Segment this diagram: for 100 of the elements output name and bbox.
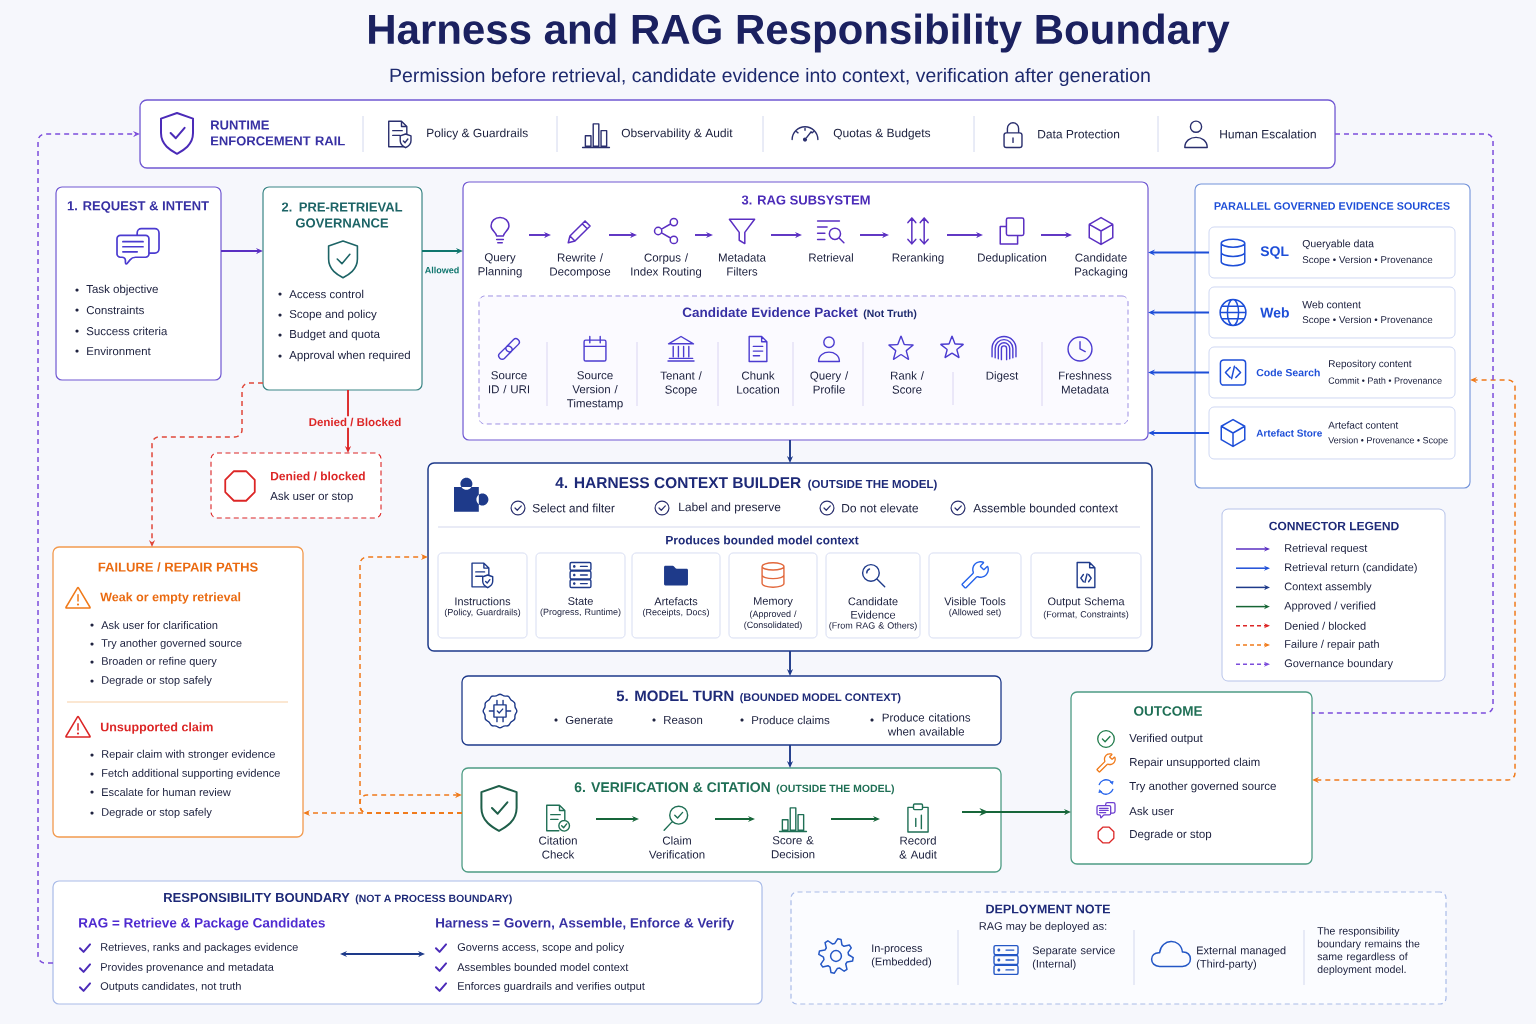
card-title: Output Schema <box>1048 597 1125 608</box>
source-detail: Repository content <box>1329 359 1412 370</box>
field-label: Query / Profile <box>810 371 849 394</box>
checklist-item: Enforces guardrails and verifies output <box>458 981 645 993</box>
field-label: Source ID / URI <box>489 371 529 394</box>
card-title: Instructions <box>455 597 511 606</box>
checklist-item: Assembles bounded model context <box>457 962 629 972</box>
section-heading: Weak or empty retrieval <box>100 592 241 604</box>
step-label: Metadata Filters <box>719 253 766 276</box>
checklist-item: Governs access, scope and policy <box>457 942 625 954</box>
box-title: Denied / blocked <box>271 471 365 481</box>
list-item: Repair claim with stronger evidence <box>90 749 275 761</box>
column-heading: RAG = Retrieve & Package Candidates <box>79 917 325 931</box>
step-label: Query Planning <box>478 253 522 278</box>
list-item: Reason <box>652 716 703 724</box>
box-title: FAILURE / REPAIR PATHS <box>98 562 258 572</box>
field-label: Chunk Location <box>737 371 779 394</box>
card-note: (Format, Constraints) <box>1043 610 1129 620</box>
source-detail: Scope • Version • Provenance <box>1302 315 1433 326</box>
step-label: Reranking <box>892 253 944 264</box>
list-item: Scope and policy <box>278 309 377 321</box>
rail-item: Human Escalation <box>1220 129 1316 139</box>
list-item: Generate <box>554 715 613 725</box>
box-title: OUTCOME <box>1134 706 1202 716</box>
card-title: Memory <box>754 597 793 608</box>
rail-item: Quotas & Budgets <box>833 128 931 140</box>
list-item: Escalate for human review <box>90 787 231 797</box>
checklist-item: Label and preserve <box>679 502 781 514</box>
box-title: 4. HARNESS CONTEXT BUILDER <box>555 477 801 489</box>
card-note: (Receipts, Docs) <box>643 608 709 618</box>
checklist-item: Select and filter <box>532 503 615 513</box>
box-title: 6. VERIFICATION & CITATION <box>574 782 770 793</box>
outcome-item: Try another governed source <box>1129 781 1276 793</box>
legend-label: Failure / repair path <box>1285 639 1379 651</box>
option-label: External managed (Third-party) <box>1196 946 1286 970</box>
card-note: (Progress, Runtime) <box>540 608 621 617</box>
legend-label: Approved / verified <box>1284 601 1376 612</box>
source-name: Web <box>1260 307 1289 318</box>
card-note: (Allowed set) <box>949 608 1001 618</box>
source-detail: Version • Provenance • Scope <box>1328 436 1448 446</box>
note-text: RAG may be deployed as: <box>979 921 1107 933</box>
rail-item: Policy & Guardrails <box>427 128 528 140</box>
legend-label: Retrieval return (candidate) <box>1285 563 1417 574</box>
legend-label: Context assembly <box>1284 582 1372 593</box>
step-label: Score & Decision <box>771 836 815 859</box>
checklist-item: Do not elevate <box>842 503 919 513</box>
field-label: Source Version / Timestamp <box>567 371 623 410</box>
card-title: Candidate Evidence <box>848 597 898 619</box>
checklist-item: Assemble bounded context <box>973 503 1118 513</box>
outcome-item: Verified output <box>1129 733 1203 745</box>
main-title: Harness and RAG Responsibility Boundary <box>369 13 1230 53</box>
box-subtitle: (BOUNDED MODEL CONTEXT) <box>740 693 901 704</box>
card-note: (Approved / (Consolidated) <box>744 610 802 630</box>
legend-label: Governance boundary <box>1284 659 1393 670</box>
list-item: Degrade or stop safely <box>90 675 212 687</box>
step-label: Retrieval <box>809 253 853 262</box>
list-item: Approval when required <box>278 350 410 362</box>
source-name: SQL <box>1260 246 1289 259</box>
source-detail: Artefact content <box>1328 421 1399 429</box>
card-title: State <box>568 597 593 605</box>
source-name: Artefact Store <box>1256 429 1322 437</box>
section-heading: Unsupported claim <box>100 722 213 734</box>
step-label: Record & Audit <box>899 836 937 859</box>
checklist-item: Retrieves, ranks and packages evidence <box>101 942 298 954</box>
outcome-item: Repair unsupported claim <box>1130 757 1260 769</box>
list-item: Task objective <box>75 284 158 296</box>
list-item: Try another governed source <box>90 638 242 650</box>
step-label: Claim Verification <box>648 836 705 859</box>
source-detail: Scope • Version • Provenance <box>1302 255 1433 266</box>
edge-label: Allowed <box>423 265 461 275</box>
list-item: Produce citations when available <box>870 713 971 736</box>
box-subtitle: (OUTSIDE THE MODEL) <box>808 479 937 491</box>
list-item: Access control <box>278 289 364 299</box>
list-item: Fetch additional supporting evidence <box>90 768 280 780</box>
checklist-item: Outputs candidates, not truth <box>100 981 241 993</box>
box-title: RESPONSIBILITY BOUNDARY <box>164 892 350 903</box>
field-label: Digest <box>986 371 1019 382</box>
source-detail: Queryable data <box>1302 239 1374 250</box>
box-subtitle: (Not Truth) <box>863 309 917 320</box>
legend-label: Retrieval request <box>1285 543 1368 555</box>
legend-title: CONNECTOR LEGEND <box>1269 521 1399 531</box>
list-item: Ask user for clarification <box>90 620 218 630</box>
source-detail: Commit • Path • Provenance <box>1328 377 1442 384</box>
note-text: The responsibility boundary remains the same regardless of deployment model. <box>1317 926 1420 976</box>
box-title: 3. RAG SUBSYSTEM <box>741 195 870 205</box>
step-label: Citation Check <box>539 836 577 859</box>
box-title: 2. PRE-RETRIEVAL GOVERNANCE <box>281 202 403 228</box>
box-title: DEPLOYMENT NOTE <box>986 904 1110 914</box>
list-item: Produce claims <box>740 715 830 725</box>
section-label: Produces bounded model context <box>666 535 859 545</box>
card-note: (From RAG & Others) <box>829 622 917 631</box>
edge-label: Denied / Blocked <box>307 416 403 428</box>
list-item: Constraints <box>75 305 144 315</box>
rail-title: RUNTIME ENFORCEMENT RAIL <box>211 120 345 146</box>
box-text: Ask user or stop <box>270 491 353 503</box>
source-detail: Web content <box>1302 300 1361 309</box>
arrow <box>359 791 463 814</box>
list-item: Degrade or stop safely <box>90 807 212 819</box>
box-subtitle: (NOT A PROCESS BOUNDARY) <box>355 894 512 905</box>
field-label: Rank / Score <box>891 371 924 394</box>
